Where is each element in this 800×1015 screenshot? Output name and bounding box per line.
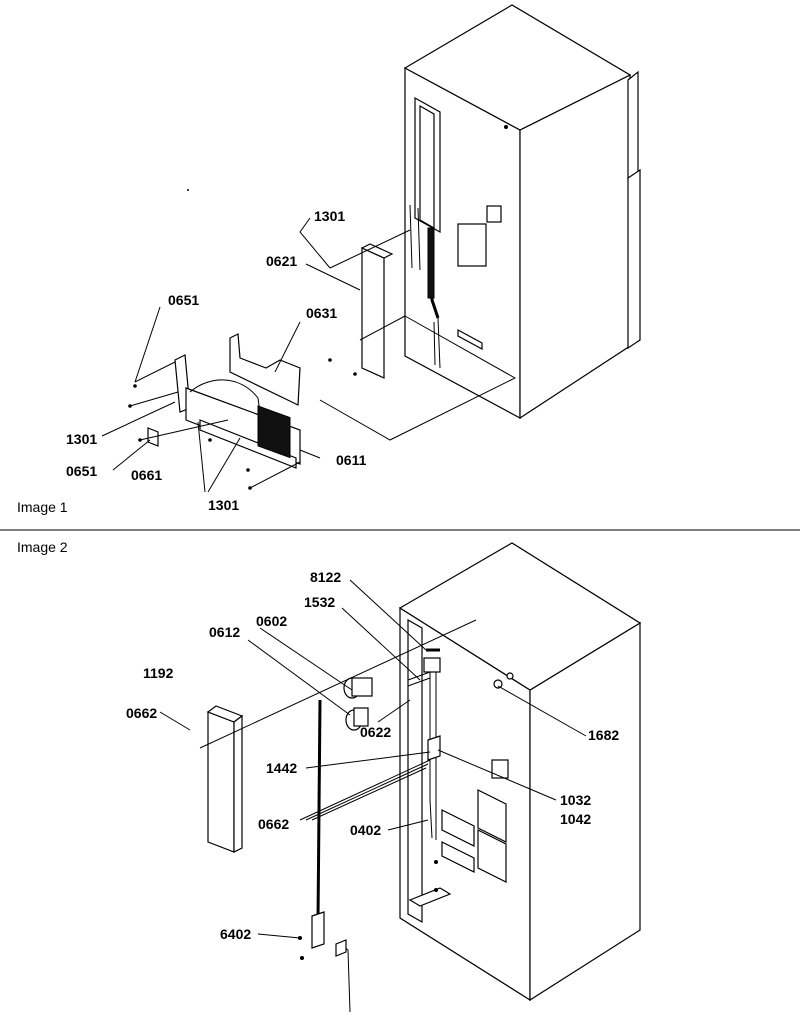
leader-lines-2 [159, 579, 587, 939]
cover-panel-1192 [206, 705, 244, 853]
refrigerator-cabinet-1 [403, 4, 641, 420]
callout-0631: 0631 [306, 305, 337, 321]
callout-8122: 8122 [310, 569, 341, 585]
callout-1682: 1682 [588, 727, 619, 743]
callout-0622: 0622 [360, 724, 391, 740]
callout-0621: 0621 [266, 253, 297, 269]
callout-1301-b: 1301 [66, 431, 97, 447]
callout-1301-a: 1301 [314, 208, 345, 224]
callout-0651-a: 0651 [168, 292, 199, 308]
callout-0662-b: 0662 [258, 816, 289, 832]
callout-1192: 1192 [143, 665, 174, 681]
callout-0402: 0402 [350, 822, 381, 838]
callout-6402: 6402 [220, 926, 251, 942]
callout-0662-a: 0662 [126, 705, 157, 721]
callout-1301-c: 1301 [208, 497, 239, 513]
callout-1442: 1442 [266, 760, 297, 776]
image-2-caption: Image 2 [17, 539, 68, 555]
callout-1042: 1042 [560, 811, 591, 827]
image-1-panel: 1301 0621 0651 0631 1301 0651 0661 0611 … [17, 4, 641, 515]
leader-lines-1 [101, 217, 411, 493]
callout-0661: 0661 [131, 467, 162, 483]
grille-assembly-0611 [174, 333, 301, 469]
callout-1032: 1032 [560, 792, 591, 808]
panel-0621 [360, 243, 394, 379]
refrigerator-cabinet-2 [398, 542, 642, 1002]
image-1-caption: Image 1 [17, 499, 68, 515]
callout-0651-b: 0651 [66, 463, 97, 479]
callout-0602: 0602 [256, 613, 287, 629]
callout-0611: 0611 [336, 452, 367, 468]
callout-0612: 0612 [209, 624, 240, 640]
image-2-panel: Image 2 [17, 539, 642, 1013]
callout-1532: 1532 [304, 594, 335, 610]
tubing-assembly [298, 648, 441, 1013]
fittings [343, 677, 373, 731]
